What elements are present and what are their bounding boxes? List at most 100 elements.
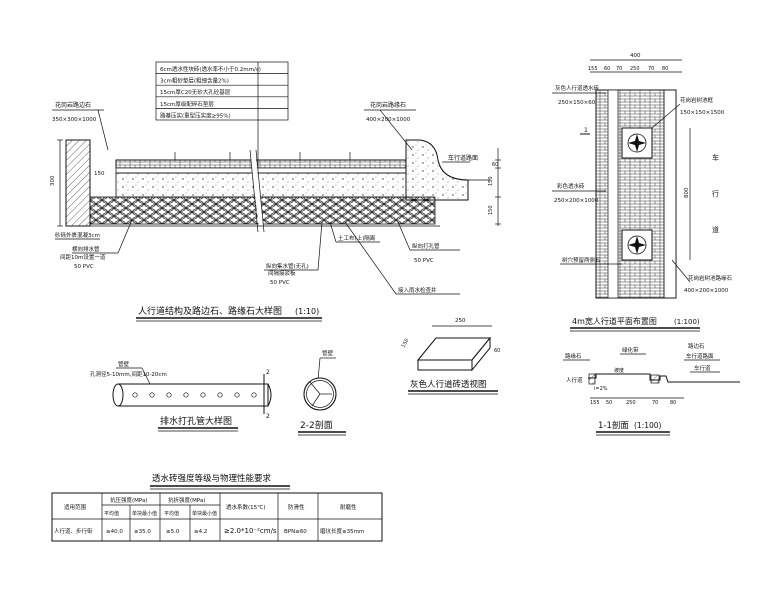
drain-pipe-note: 间距10m设置一道	[60, 253, 106, 261]
plan-label-5: 花岗岩树池路缘石	[688, 274, 733, 282]
th-usage: 适用范围	[64, 503, 87, 511]
plan-marker: 1	[584, 127, 588, 134]
plan-dim-top: 400	[630, 53, 641, 59]
th-comp-min: 单块最小值	[132, 510, 157, 517]
th-frost: 防滑性	[288, 503, 305, 511]
s11-dim-1: 155	[590, 400, 600, 406]
pipe-title: 排水打孔管大样图	[160, 415, 232, 427]
td-flex-min: ≥4.2	[194, 529, 207, 535]
th-comp: 抗压强度(MPa)	[110, 496, 147, 504]
th-wear: 耐磨性	[340, 503, 357, 511]
brick-title: 灰色人行道砖透视图	[410, 379, 487, 390]
brick-side	[471, 336, 491, 372]
s11-scale: (1:100)	[634, 421, 662, 430]
plan-dim-6: 80	[662, 66, 668, 72]
pipe-label-1: 管壁	[118, 360, 130, 368]
pipe-label-2: 孔洞径5-10mm,间距10-20cm	[90, 370, 167, 378]
plan-label-1-size: 250×150×60	[558, 100, 596, 106]
pipe-holes	[132, 392, 257, 398]
tail-label: 接入雨水检查井	[398, 286, 437, 294]
th-flex-avg: 平均值	[164, 510, 179, 517]
concrete-layer	[115, 172, 407, 198]
s11-label-1: 路缘石	[565, 352, 582, 360]
s11-label-7: 坡度	[614, 367, 624, 374]
section-scale: (1:10)	[295, 307, 319, 316]
road-label: 车行道路面	[448, 154, 478, 162]
brick-front	[417, 359, 473, 371]
tree-pit-lower	[621, 229, 653, 261]
plan-side-text-3: 道	[712, 225, 719, 234]
layer-label-1: 6cm透水性块砖(透水率不小于0.2mm/s)	[160, 65, 261, 73]
plan-dim-5: 70	[648, 66, 654, 72]
kerb-stone	[405, 139, 469, 201]
td-frost: BPN≥60	[284, 529, 307, 535]
plan-label-3: 彩色透水砖	[557, 182, 585, 190]
s11-label-6: 车行道	[694, 364, 711, 372]
plan-scale: (1:100)	[674, 318, 700, 326]
s11-label-2: 绿化带	[622, 346, 639, 354]
td-comp-avg: ≥40.0	[106, 529, 123, 535]
plan-dim-4: 250	[630, 66, 640, 72]
fabric-label: 土工布(上)隔离	[338, 234, 376, 242]
table-title: 透水砖强度等级与物理性能要求	[152, 473, 272, 484]
th-perm: 透水系数(15℃)	[226, 503, 265, 511]
curb-size: 350×300×1000	[52, 117, 97, 123]
collector-note: 间隔接驳板	[268, 269, 296, 277]
td-flex-avg: ≥5.0	[166, 529, 180, 535]
s11-dim-4: 70	[652, 400, 658, 406]
pipe-body	[117, 383, 269, 407]
layer-label-3: 15cm厚C20无砂大孔砼基层	[160, 88, 231, 96]
cross-22: 管壁 2-2剖面	[298, 349, 346, 436]
dim-300: 300	[50, 175, 56, 186]
dim-60: 60	[492, 162, 498, 168]
plan-title: 4m宽人行道平面布置图	[572, 316, 657, 326]
td-comp-min: ≥35.0	[134, 529, 151, 535]
drain-pipe-spec: 50 PVC	[74, 264, 94, 270]
s11-dim-5: 80	[670, 400, 676, 406]
s11-label-3: 路边石	[688, 342, 705, 350]
layer-label-5: 路基压实(重型压实度≥95%)	[160, 111, 231, 119]
s11-label-5: 人行道	[566, 376, 583, 384]
td-wear: 磨坑长度≤35mm	[320, 527, 364, 535]
td-usage: 人行道、步行街	[54, 527, 93, 535]
th-flex: 抗折强度(MPa)	[168, 496, 205, 504]
brick-view: 250 150 60 灰色人行道砖透视图	[401, 318, 500, 395]
plan-label-2-size: 150×150×1500	[680, 110, 725, 116]
plan-label-2: 花岗岩树池框	[680, 96, 714, 104]
pipe-view: 管壁 孔洞径5-10mm,间距10-20cm 2 2 排水打孔管大样图	[90, 360, 272, 432]
s11-title: 1-1剖面	[598, 420, 629, 431]
collector-label: 纵向集水管(无孔)	[266, 262, 309, 270]
s11-dim-2: 50	[606, 400, 612, 406]
wrap-label: 砂砾外裹混凝3cm	[55, 231, 100, 239]
plan-view: 400 155 60 70 250 70 80 灰色人行道透水砖 250×150…	[552, 53, 733, 332]
performance-table: 透水砖强度等级与物理性能要求 适用范围 抗压强度(MPa) 抗折强度(MPa) …	[51, 473, 383, 542]
dim-150: 150	[94, 171, 105, 177]
layer-label-box	[155, 61, 289, 121]
s11-dim-3: 250	[626, 400, 636, 406]
cross-22-title: 2-2剖面	[300, 419, 333, 431]
brick-dim-250: 250	[455, 318, 466, 324]
drain-pipe-label: 横向排水管	[72, 245, 100, 253]
plan-side-dim: 800	[684, 187, 690, 198]
dim-150c: 150	[488, 205, 494, 215]
plan-dim-2: 60	[604, 66, 610, 72]
th-comp-avg: 平均值	[104, 510, 119, 517]
curb-stone	[65, 139, 91, 227]
section-11: 路缘石 绿化带 路边石 车行道路面 人行道 车行道 坡度 i=2% 155 50…	[563, 342, 740, 436]
section-detail: 6cm透水性块砖(透水率不小于0.2mm/s) 3cm粗砂垫层(粗细含量2%) …	[50, 61, 501, 322]
plan-label-5-size: 400×200×1000	[684, 288, 729, 294]
th-flex-min: 单块最小值	[192, 510, 217, 517]
brick-dim-150: 150	[401, 338, 411, 349]
plan-label-3-size: 250×200×1000	[554, 198, 599, 204]
pipe-marker-bottom: 2	[266, 413, 270, 420]
plan-side-text-2: 行	[712, 189, 719, 198]
layer-label-4: 15cm厚级配碎石垫层	[160, 100, 214, 108]
cross-22-label: 管壁	[322, 349, 334, 357]
brick-dim-60: 60	[494, 348, 500, 354]
kerb-label: 花岗岩路缘石	[370, 101, 406, 109]
plan-dim-3: 70	[616, 66, 622, 72]
perforated-label: 纵向打孔管	[412, 242, 440, 250]
nail-marks	[174, 152, 351, 160]
